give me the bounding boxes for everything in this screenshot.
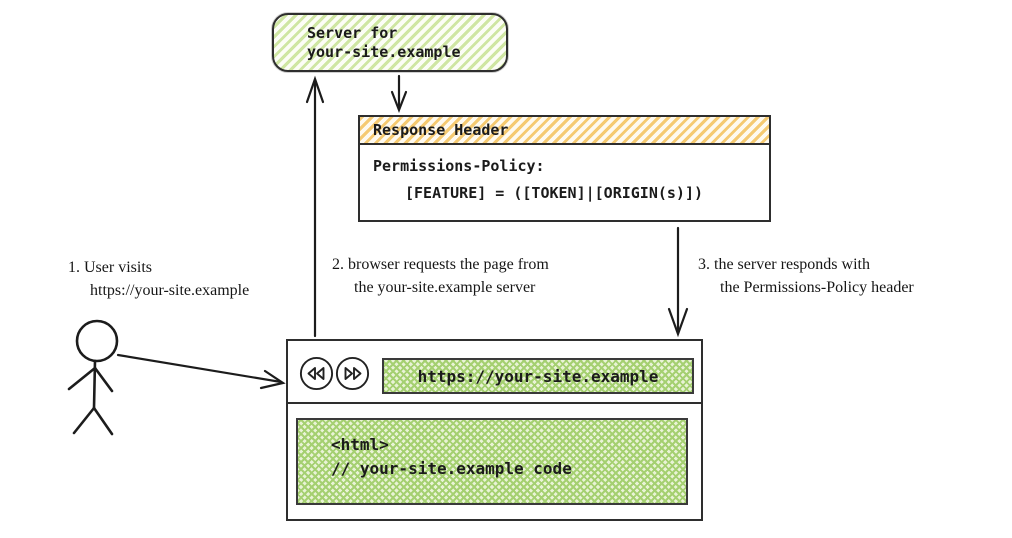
step-3-label: 3. the server responds with the Permissi… bbox=[698, 253, 914, 299]
server-box: Server for your-site.example bbox=[272, 13, 508, 72]
forward-button-circle bbox=[335, 356, 370, 391]
browser-window: https://your-site.example <html> // your… bbox=[286, 339, 703, 521]
double-right-chevron-icon bbox=[344, 367, 353, 380]
url-bar: https://your-site.example bbox=[382, 358, 694, 394]
browser-content-line2: // your-site.example code bbox=[331, 459, 572, 478]
step-2-line1: 2. browser requests the page from bbox=[332, 256, 549, 273]
server-box-line1: Server for bbox=[307, 23, 398, 42]
back-button-circle bbox=[299, 356, 334, 391]
forward-button bbox=[335, 356, 370, 391]
browser-toolbar: https://your-site.example bbox=[288, 341, 701, 404]
step-1-label: 1. User visits https://your-site.example bbox=[68, 256, 249, 302]
double-left-chevron-icon bbox=[307, 367, 316, 380]
browser-content-line1: <html> bbox=[331, 435, 389, 454]
step-2-line2: the your-site.example server bbox=[354, 279, 536, 296]
user-stick-figure bbox=[67, 319, 119, 436]
stick-figure-head bbox=[75, 319, 119, 363]
arrow-response-header-to-browser bbox=[667, 226, 689, 338]
step-2-label: 2. browser requests the page from the yo… bbox=[332, 253, 549, 299]
step-1-line1: 1. User visits bbox=[68, 259, 152, 276]
step-3-line1: 3. the server responds with bbox=[698, 256, 870, 273]
response-header-title: Response Header bbox=[360, 117, 769, 145]
arrow-browser-to-server bbox=[305, 75, 325, 338]
response-header-body: Permissions-Policy: [FEATURE] = ([TOKEN]… bbox=[360, 145, 769, 207]
step-1-line2: https://your-site.example bbox=[90, 282, 250, 299]
back-button bbox=[299, 356, 334, 391]
arrow-user-to-browser bbox=[116, 353, 286, 390]
response-header-body-line2: [FEATURE] = ([TOKEN]|[ORIGIN(s)]) bbox=[405, 184, 704, 202]
step-3-line2: the Permissions-Policy header bbox=[720, 279, 914, 296]
response-header-box: Response Header Permissions-Policy: [FEA… bbox=[358, 115, 771, 222]
server-box-line2: your-site.example bbox=[307, 42, 461, 61]
browser-page-content: <html> // your-site.example code bbox=[296, 418, 688, 505]
arrow-server-to-response-header bbox=[390, 74, 408, 114]
response-header-body-line1: Permissions-Policy: bbox=[373, 157, 545, 175]
